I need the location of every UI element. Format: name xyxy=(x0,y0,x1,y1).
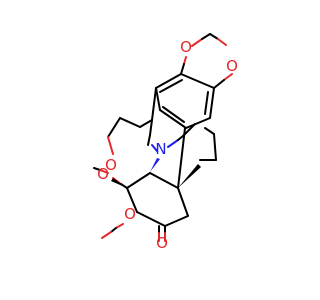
background xyxy=(0,0,300,300)
bond xyxy=(159,79,183,93)
bond xyxy=(213,79,225,89)
bond xyxy=(110,227,117,233)
nitrogen-atom-label: N xyxy=(155,140,166,158)
bond xyxy=(155,73,182,89)
bond xyxy=(101,231,112,239)
oxygen-atom-label: O xyxy=(105,156,117,174)
bond xyxy=(151,87,157,121)
bond xyxy=(115,223,124,229)
bond xyxy=(159,109,187,129)
bond xyxy=(119,117,141,128)
bond xyxy=(177,135,184,141)
molecule-structure: O O N O O O O xyxy=(0,0,300,300)
bond xyxy=(223,73,233,81)
bond xyxy=(151,144,158,152)
bond xyxy=(201,33,211,40)
bond xyxy=(180,63,185,75)
bond xyxy=(191,38,203,47)
wedge-bond xyxy=(150,158,160,172)
bond xyxy=(155,87,161,111)
wedge-bond xyxy=(111,178,127,188)
bond xyxy=(139,119,153,128)
bond xyxy=(217,38,227,46)
bond xyxy=(136,211,166,227)
bond xyxy=(107,117,121,138)
bond xyxy=(93,167,101,171)
bond xyxy=(213,133,217,161)
oxygen-atom-label: O xyxy=(156,234,168,252)
oxygen-atom-label: O xyxy=(226,57,238,75)
substituent-bonds xyxy=(93,167,166,242)
bond xyxy=(185,117,211,129)
oxygen-atom-label: O xyxy=(97,165,109,183)
bond xyxy=(167,139,179,148)
bond xyxy=(180,73,215,89)
atom-labels: O O N O O O O xyxy=(97,38,238,252)
methylenedioxy-ring xyxy=(180,33,233,89)
oxygen-atom-label: O xyxy=(124,205,136,223)
oxygen-atom-label: O xyxy=(180,38,192,56)
molecule-canvas: O O N O O O O xyxy=(0,0,300,300)
bond xyxy=(183,56,187,65)
bond xyxy=(147,134,151,146)
bond xyxy=(209,87,215,119)
bond xyxy=(162,106,185,123)
bond xyxy=(164,215,189,227)
bond xyxy=(177,187,189,217)
benzene-ring xyxy=(155,73,215,129)
bond xyxy=(126,172,151,189)
bond xyxy=(177,127,186,189)
bond xyxy=(107,136,114,155)
stereo-wedges xyxy=(111,158,201,188)
bond xyxy=(149,172,179,189)
bond xyxy=(204,91,209,115)
bond xyxy=(149,119,153,136)
bond xyxy=(209,33,219,40)
bond xyxy=(204,127,215,135)
wedge-bond xyxy=(178,164,201,188)
bond xyxy=(99,169,109,174)
bond xyxy=(126,187,138,213)
